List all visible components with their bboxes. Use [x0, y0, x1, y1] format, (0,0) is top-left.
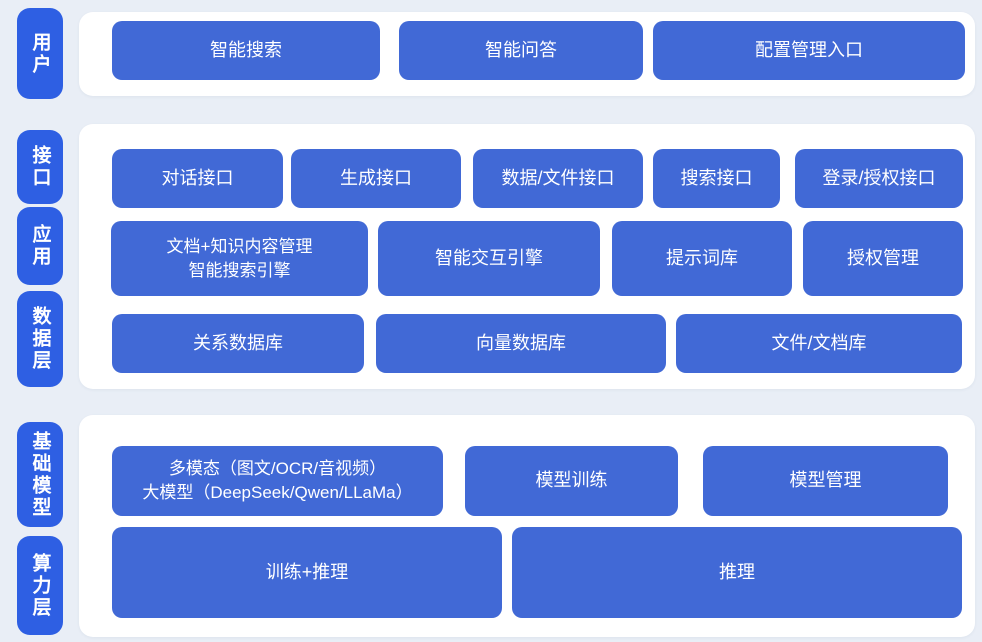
node-relational-database: 关系数据库 [112, 314, 364, 373]
node-data-file-api: 数据/文件接口 [473, 149, 643, 208]
layer-pill-data: 数据层 [17, 291, 63, 387]
node-login-auth-api: 登录/授权接口 [795, 149, 963, 208]
node-dialog-api: 对话接口 [112, 149, 283, 208]
node-prompt-library: 提示词库 [612, 221, 792, 296]
node-vector-database: 向量数据库 [376, 314, 666, 373]
node-line: 大模型（DeepSeek/Qwen/LLaMa） [142, 483, 413, 502]
node-search-api: 搜索接口 [653, 149, 780, 208]
node-file-document-store: 文件/文档库 [676, 314, 962, 373]
node-model-training: 模型训练 [465, 446, 678, 516]
node-smart-qa: 智能问答 [399, 21, 643, 80]
node-training-inference: 训练+推理 [112, 527, 502, 618]
node-multimodal-llm: 多模态（图文/OCR/音视频） 大模型（DeepSeek/Qwen/LLaMa） [112, 446, 443, 516]
layer-pill-user: 用户 [17, 8, 63, 99]
layer-pill-application: 应用 [17, 207, 63, 285]
node-generation-api: 生成接口 [291, 149, 461, 208]
node-authorization-management: 授权管理 [803, 221, 963, 296]
node-line: 文档+知识内容管理 [166, 236, 313, 256]
node-smart-interaction-engine: 智能交互引擎 [378, 221, 600, 296]
node-smart-search: 智能搜索 [112, 21, 380, 80]
layer-pill-interface: 接口 [17, 130, 63, 204]
node-model-management: 模型管理 [703, 446, 948, 516]
node-inference: 推理 [512, 527, 962, 618]
node-doc-knowledge-search-engine: 文档+知识内容管理 智能搜索引擎 [111, 221, 368, 296]
layer-pill-compute: 算力层 [17, 536, 63, 635]
node-line: 智能搜索引擎 [188, 260, 291, 280]
layer-pill-foundation-model: 基础模型 [17, 422, 63, 527]
node-line: 多模态（图文/OCR/音视频） [168, 459, 387, 479]
node-config-management-entry: 配置管理入口 [653, 21, 965, 80]
